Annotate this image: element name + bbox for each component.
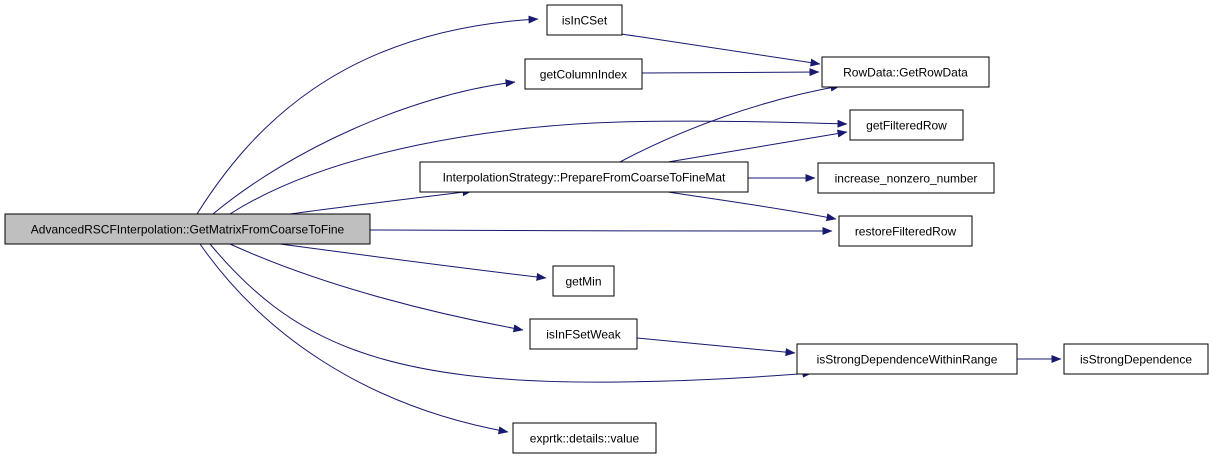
node-box bbox=[796, 343, 1018, 375]
node-label: getMin bbox=[565, 275, 601, 289]
node-box bbox=[817, 162, 995, 194]
edge-getColumnIndex-to-getRowData bbox=[641, 68, 820, 77]
edge-prepare-to-getFilteredRow bbox=[667, 129, 848, 163]
edge-root-to-exprtk bbox=[199, 243, 509, 435]
edge-isInFSetWeak-to-isStrongDepRange bbox=[636, 337, 796, 357]
node-label: RowData::GetRowData bbox=[843, 66, 968, 80]
node-root[interactable]: AdvancedRSCFInterpolation::GetMatrixFrom… bbox=[4, 213, 371, 245]
node-box bbox=[419, 161, 749, 193]
node-isInFSetWeak[interactable]: isInFSetWeak bbox=[529, 318, 638, 350]
edge-root-to-getMin bbox=[279, 243, 547, 281]
edge-isInCSet-to-getRowData bbox=[620, 33, 821, 67]
node-label: isInFSetWeak bbox=[546, 328, 621, 342]
node-increase[interactable]: increase_nonzero_number bbox=[817, 162, 995, 194]
node-isStrongDep[interactable]: isStrongDependence bbox=[1063, 343, 1209, 375]
node-getRowData[interactable]: RowData::GetRowData bbox=[821, 56, 990, 88]
node-label: isStrongDependence bbox=[1080, 353, 1192, 367]
edge-root-to-getColumnIndex bbox=[212, 79, 516, 215]
node-label: InterpolationStrategy::PrepareFromCoarse… bbox=[443, 171, 726, 185]
node-label: isStrongDependenceWithinRange bbox=[817, 353, 998, 367]
edge-root-to-getFilteredRow bbox=[229, 119, 848, 215]
edge-root-to-prepare bbox=[289, 188, 473, 215]
node-box bbox=[546, 4, 623, 36]
node-prepare[interactable]: InterpolationStrategy::PrepareFromCoarse… bbox=[419, 161, 749, 193]
node-box bbox=[524, 58, 643, 90]
edge-root-to-isInFSetWeak bbox=[229, 243, 524, 333]
node-box bbox=[1063, 343, 1209, 375]
node-box bbox=[821, 56, 990, 88]
node-box bbox=[512, 422, 657, 454]
node-box bbox=[4, 213, 371, 245]
node-label: getFilteredRow bbox=[866, 119, 947, 133]
node-box bbox=[849, 109, 964, 141]
node-isInCSet[interactable]: isInCSet bbox=[546, 4, 623, 36]
node-getMin[interactable]: getMin bbox=[552, 265, 615, 297]
node-getColumnIndex[interactable]: getColumnIndex bbox=[524, 58, 643, 90]
edge-prepare-to-getRowData bbox=[619, 83, 841, 163]
call-nodes: AdvancedRSCFInterpolation::GetMatrixFrom… bbox=[4, 4, 1209, 454]
node-label: AdvancedRSCFInterpolation::GetMatrixFrom… bbox=[31, 223, 345, 237]
node-box bbox=[552, 265, 615, 297]
node-label: increase_nonzero_number bbox=[835, 172, 978, 186]
node-getFilteredRow[interactable]: getFilteredRow bbox=[849, 109, 964, 141]
edge-root-to-isStrongDepRange bbox=[209, 243, 813, 383]
node-isStrongDepRange[interactable]: isStrongDependenceWithinRange bbox=[796, 343, 1018, 375]
node-restoreFilteredRow[interactable]: restoreFilteredRow bbox=[838, 215, 973, 247]
edge-root-to-isInCSet bbox=[196, 15, 539, 215]
node-label: exprtk::details::value bbox=[530, 432, 640, 446]
node-label: restoreFilteredRow bbox=[855, 225, 957, 239]
node-label: getColumnIndex bbox=[540, 68, 627, 82]
edge-root-to-restoreFilteredRow bbox=[369, 226, 833, 235]
node-box bbox=[529, 318, 638, 350]
edge-prepare-to-restoreFilteredRow bbox=[667, 191, 837, 222]
call-edges bbox=[196, 15, 1062, 435]
node-box bbox=[838, 215, 973, 247]
node-exprtk[interactable]: exprtk::details::value bbox=[512, 422, 657, 454]
node-label: isInCSet bbox=[562, 14, 608, 28]
